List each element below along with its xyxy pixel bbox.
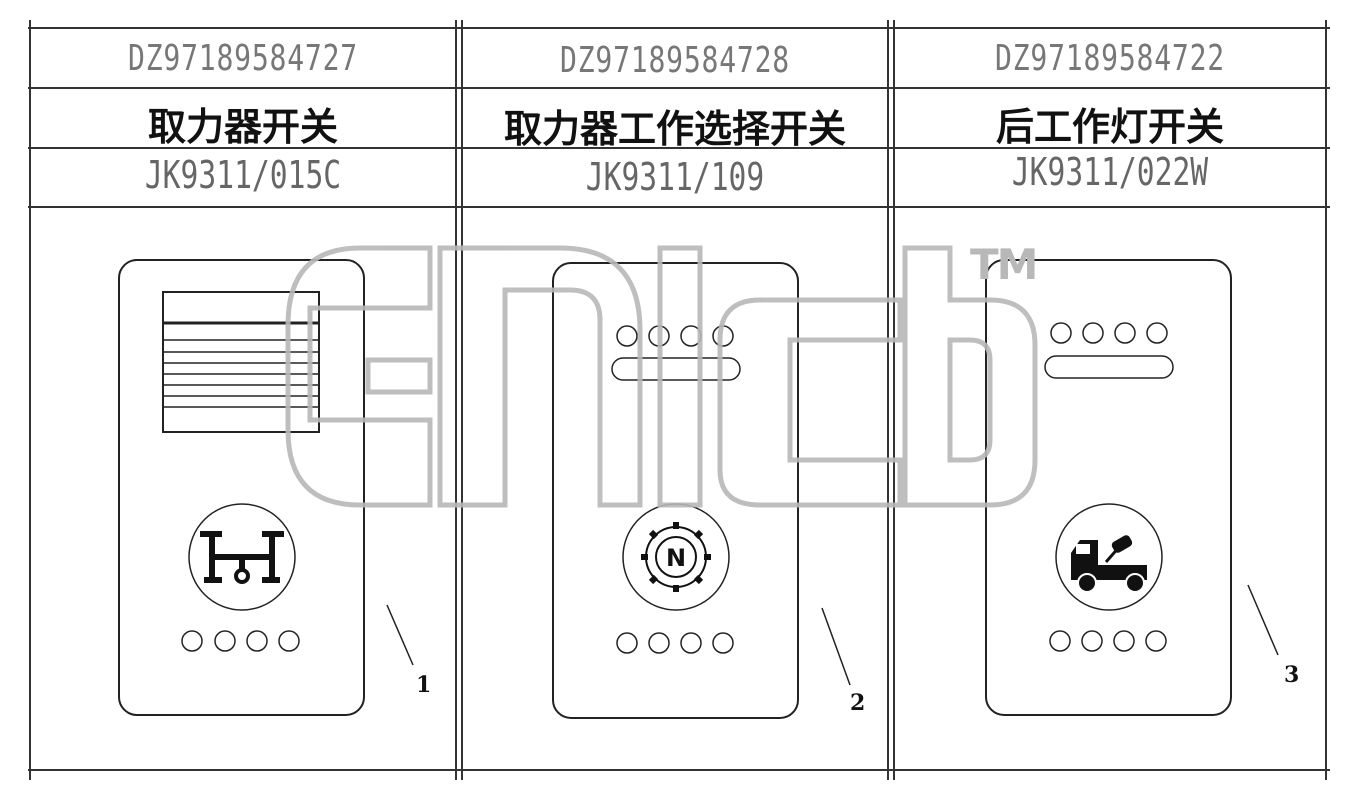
watermark-logo: [285, 245, 1038, 508]
switch-name-1: 取力器开关: [147, 105, 338, 149]
symbol-disc: [188, 503, 296, 611]
gear-neutral-icon: [641, 522, 711, 592]
part-number-2: JK9311/109: [585, 155, 765, 199]
switch-panel-3: [985, 259, 1232, 716]
switch-panel-2: N: [552, 262, 799, 719]
callout-number-2: 2: [850, 690, 866, 716]
drawing-number-2: DZ97189584728: [560, 40, 790, 81]
indicator-slot: [1044, 355, 1174, 379]
pto-shaft-icon: [200, 531, 284, 584]
callout-number-3: 3: [1284, 662, 1300, 688]
symbol-disc: [1055, 503, 1163, 611]
callout-leader-2: [821, 607, 851, 686]
watermark-tm: TM: [970, 240, 1038, 289]
part-number-3: JK9311/022W: [1011, 150, 1209, 194]
switch-window: [162, 291, 320, 433]
neutral-letter: N: [666, 544, 686, 572]
indicator-slot: [611, 357, 741, 381]
switch-name-3: 后工作灯开关: [995, 105, 1224, 149]
led-dots-bottom: [181, 630, 300, 652]
table-grid: [28, 20, 1330, 780]
led-dots-bottom: [1049, 630, 1167, 652]
drawing-number-3: DZ97189584722: [995, 38, 1225, 79]
part-number-1: JK9311/015C: [144, 153, 342, 197]
window-stripes: [163, 321, 319, 408]
switch-name-2: 取力器工作选择开关: [503, 107, 846, 151]
truck-work-light-icon: [1071, 535, 1147, 593]
callout-number-1: 1: [416, 672, 432, 698]
switch-panel-1: [118, 259, 365, 716]
led-dots-top: [616, 325, 734, 347]
led-dots-bottom: [616, 632, 734, 654]
led-dots-top: [1050, 322, 1168, 344]
callout-leader-3: [1247, 584, 1279, 656]
callout-leader-1: [386, 604, 414, 666]
drawing-number-1: DZ97189584727: [128, 38, 358, 79]
